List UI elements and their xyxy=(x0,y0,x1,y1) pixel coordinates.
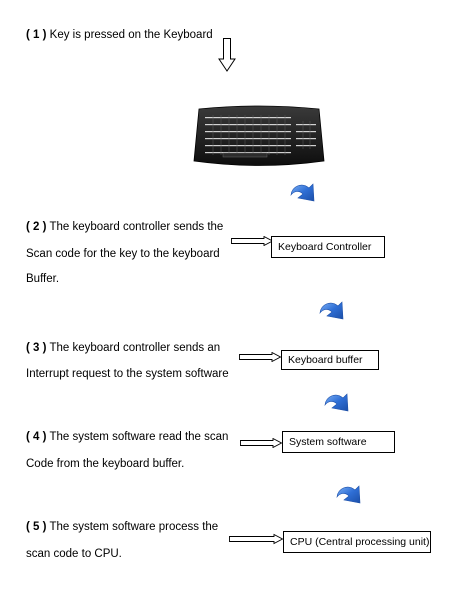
step-2-line-1-wrap: ( 2 ) The keyboard controller sends the xyxy=(26,221,223,234)
keyboard-image xyxy=(193,105,325,166)
step-5-line-1: The system software process the xyxy=(49,521,219,533)
step-3-line-2: Interrupt request to the system software xyxy=(26,368,229,380)
step-5-number: ( 5 ) xyxy=(26,521,47,533)
step-2-line-1: The keyboard controller sends the xyxy=(49,221,224,233)
hollow-right-arrow-icon xyxy=(231,236,273,246)
step-5-line-2: scan code to CPU. xyxy=(26,548,122,560)
step-2-number: ( 2 ) xyxy=(26,221,47,233)
keyboard-buffer-box: Keyboard buffer xyxy=(281,350,379,370)
step-1-line-1: Key is pressed on the Keyboard xyxy=(49,29,213,41)
step-4-number: ( 4 ) xyxy=(26,431,47,443)
step-3-number: ( 3 ) xyxy=(26,342,47,354)
step-1-text: ( 1 ) Key is pressed on the Keyboard xyxy=(26,29,213,42)
hollow-right-arrow-icon xyxy=(239,352,281,362)
step-2-line-2: Scan code for the key to the keyboard xyxy=(26,248,220,260)
step-3-line-1-wrap: ( 3 ) The keyboard controller sends an xyxy=(26,342,220,355)
step-1-number: ( 1 ) xyxy=(26,29,47,41)
step-4-line-1: The system software read the scan xyxy=(49,431,229,443)
hollow-right-arrow-icon xyxy=(240,438,282,448)
step-4-line-2: Code from the keyboard buffer. xyxy=(26,458,185,470)
system-software-box: System software xyxy=(282,431,395,453)
step-2-line-3: Buffer. xyxy=(26,273,60,285)
cpu-box: CPU (Central processing unit) xyxy=(283,531,431,553)
blue-curved-arrow-icon xyxy=(317,298,347,328)
step-5-line-1-wrap: ( 5 ) The system software process the xyxy=(26,521,218,534)
blue-curved-arrow-icon xyxy=(322,390,352,420)
step-3-line-1: The keyboard controller sends an xyxy=(49,342,221,354)
blue-curved-arrow-icon xyxy=(334,482,364,512)
hollow-right-arrow-icon xyxy=(229,533,284,545)
blue-curved-arrow-icon xyxy=(288,180,318,210)
keyboard-controller-box: Keyboard Controller xyxy=(271,236,385,258)
step-4-line-1-wrap: ( 4 ) The system software read the scan xyxy=(26,431,228,444)
hollow-down-arrow-icon xyxy=(218,38,236,72)
